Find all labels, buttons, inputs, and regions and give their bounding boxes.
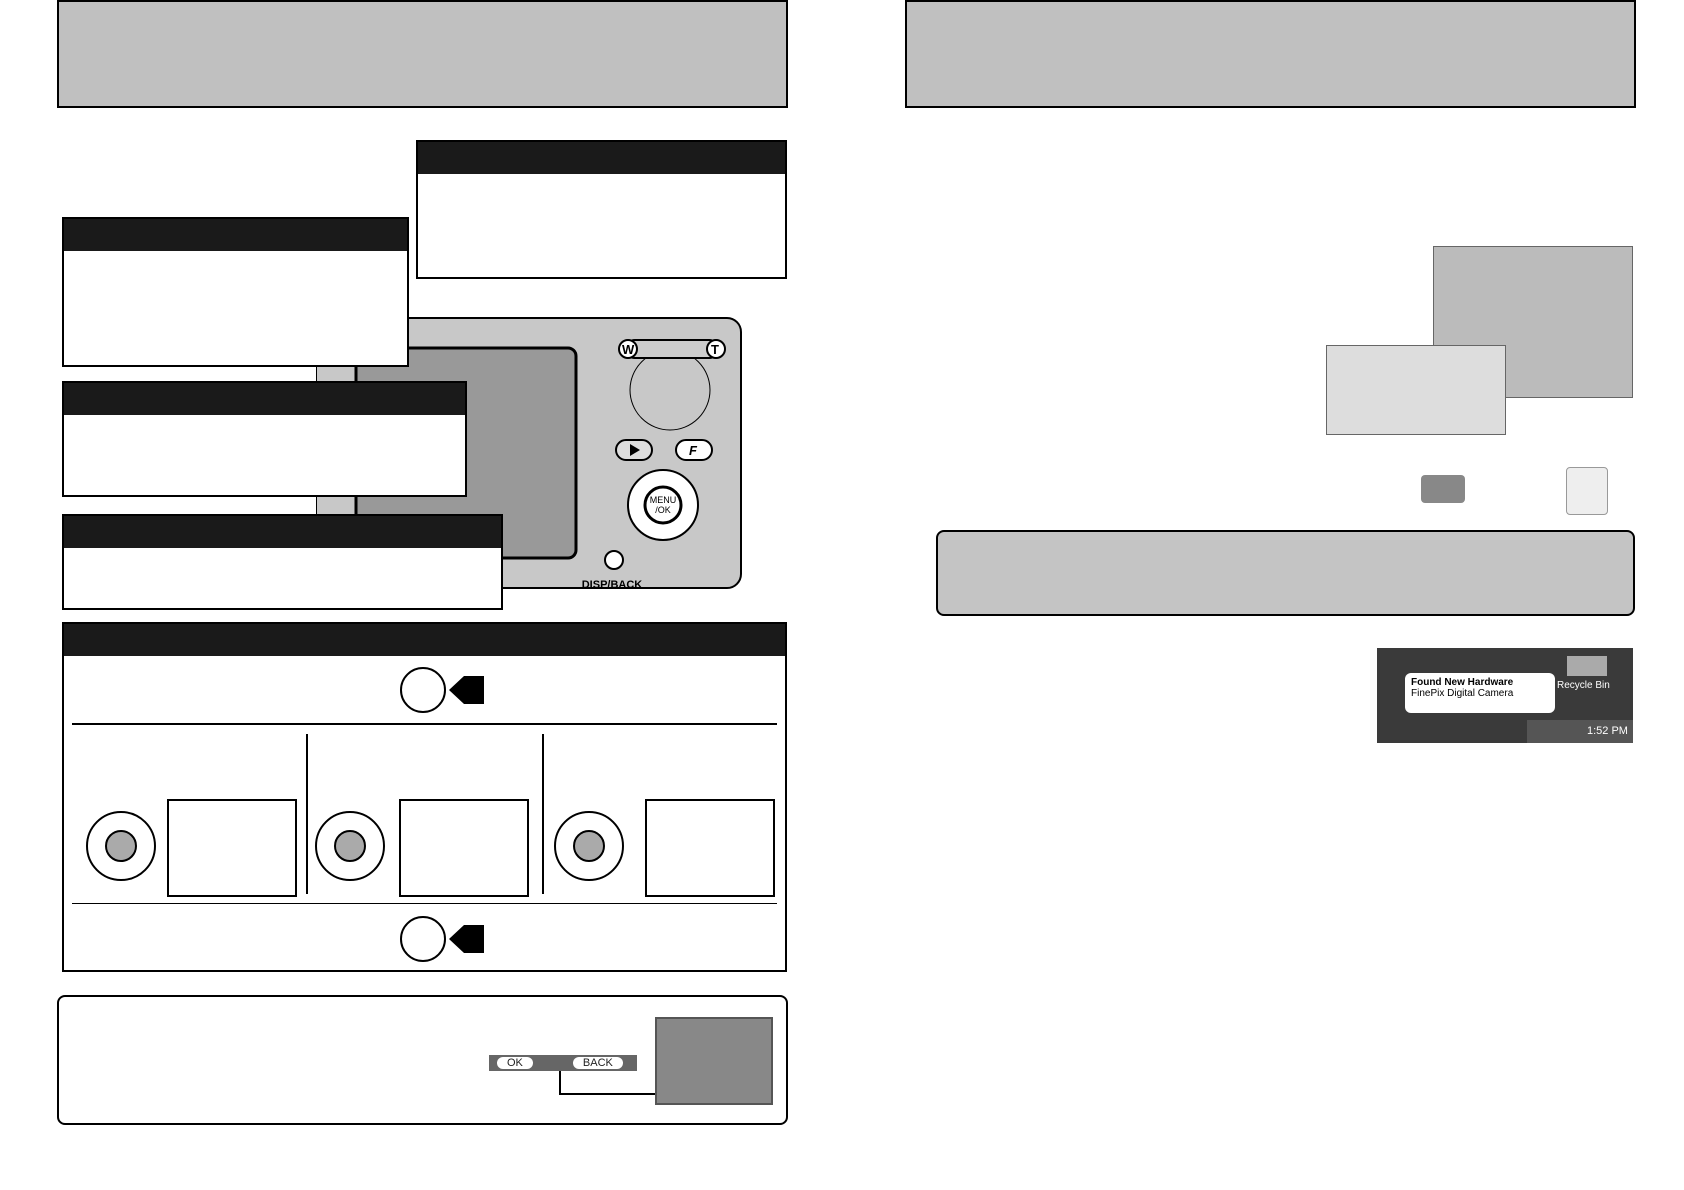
system-tray: 1:52 PM — [1527, 720, 1633, 743]
recycle-bin-label: Recycle Bin — [1557, 680, 1610, 691]
callout-zoom — [416, 140, 787, 279]
usb-device-icon — [1421, 475, 1465, 503]
dialog-screenshot — [1326, 345, 1506, 435]
right-page-header — [905, 0, 1636, 108]
hardware-balloon: Found New Hardware FinePix Digital Camer… — [1405, 673, 1555, 713]
menu-ok-press-icon-bottom — [400, 916, 484, 962]
ok-label: /OK — [655, 505, 671, 515]
ok-back-bar: OK BACK — [489, 1055, 637, 1071]
balloon-message: FinePix Digital Camera — [1411, 688, 1514, 699]
note-box: OK BACK — [57, 995, 788, 1125]
left-page-header — [57, 0, 788, 108]
f-button — [675, 439, 713, 461]
disp-back-label: DISP/BACK — [582, 579, 643, 591]
callout-disp-back — [62, 514, 503, 610]
callout-f-button — [62, 217, 409, 367]
balloon-title: Found New Hardware — [1411, 677, 1514, 688]
portrait-screen-photo — [655, 1017, 773, 1105]
menu-procedure-box — [62, 622, 787, 972]
disp-back-button — [604, 550, 624, 570]
found-hardware-screenshot: Found New Hardware FinePix Digital Camer… — [1377, 648, 1633, 743]
menu-ok-button — [643, 485, 683, 525]
zoom-w-label: W — [622, 342, 635, 357]
tray-clock: 1:52 PM — [1587, 725, 1628, 737]
menu-label: MENU — [650, 495, 677, 505]
f-label: F — [689, 443, 698, 458]
zoom-t-label: T — [711, 342, 719, 357]
back-label: BACK — [572, 1057, 623, 1069]
recycle-bin-icon — [1567, 656, 1607, 676]
ok-label: OK — [497, 1057, 533, 1069]
removable-drive-icon — [1566, 467, 1608, 515]
zoom-lever — [625, 339, 719, 359]
callout-selector — [62, 381, 467, 497]
menu-ok-press-icon-top — [400, 667, 484, 713]
menu-step-diagrams — [86, 667, 775, 962]
info-note-box — [936, 530, 1635, 616]
